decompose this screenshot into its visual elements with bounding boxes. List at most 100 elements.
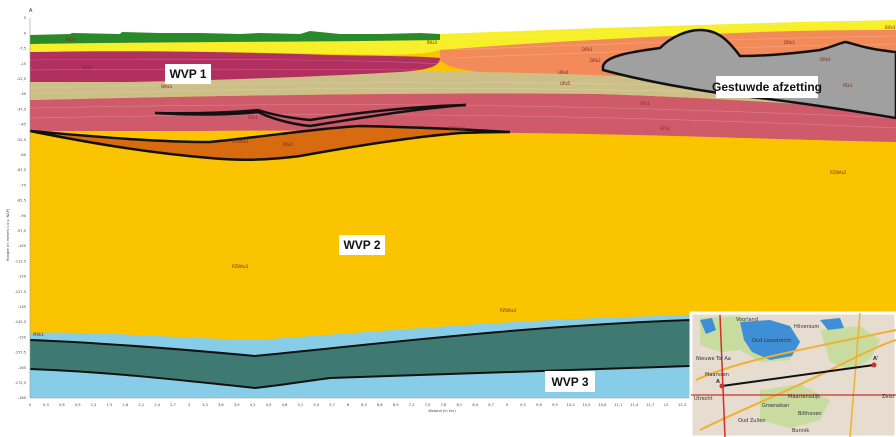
x-tick-label: 4,2 xyxy=(250,403,256,407)
layer-thin-clay-lens xyxy=(154,103,467,128)
unit-label-STk1: STk1 xyxy=(640,101,650,106)
y-tick-label: -105 xyxy=(18,244,26,248)
label-box-wvp3: WVP 3 xyxy=(545,371,595,392)
x-tick-label: 10,8 xyxy=(598,403,607,407)
x-tick-label: 0,3 xyxy=(43,403,49,407)
y-axis-ticks: 50-7,5-15-22,5-30-37,5-45-52,5-60-67,5-7… xyxy=(14,16,26,400)
x-tick-label: 10,5 xyxy=(583,403,591,407)
y-tick-label: -90 xyxy=(20,214,27,218)
map-place-bunnik: Bunnik xyxy=(792,428,809,434)
y-tick-label: -142,5 xyxy=(14,320,26,324)
y-tick-label: -15 xyxy=(20,62,26,66)
y-tick-label: -135 xyxy=(18,305,26,309)
svg-text:WVP 2: WVP 2 xyxy=(343,238,380,252)
x-tick-label: 5,7 xyxy=(329,403,335,407)
layer-top-yellow-strip xyxy=(440,20,896,40)
y-tick-label: -30 xyxy=(20,92,27,96)
unit-label-DRk4: DRk4 xyxy=(820,57,831,62)
y-tick-label: -82,5 xyxy=(17,199,26,203)
unit-label-BXk4: BXk4 xyxy=(885,25,896,30)
layer-top-green xyxy=(30,31,440,44)
y-tick-label: -75 xyxy=(20,183,26,187)
map-place-hilversum: Hilversum xyxy=(794,324,819,330)
map-place-utrecht: Utrecht xyxy=(694,396,713,402)
hydrological-base-top-line xyxy=(29,315,896,358)
unit-label-PZWAz4: PZWAz4 xyxy=(500,308,517,313)
x-tick-label: 5,1 xyxy=(297,403,303,407)
unit-label-PZWAz2: PZWAz2 xyxy=(830,170,847,175)
y-tick-label: -67,5 xyxy=(17,168,26,172)
x-tick-label: 6,9 xyxy=(393,403,399,407)
x-tick-label: 3,6 xyxy=(218,403,224,407)
x-tick-label: 2,1 xyxy=(138,403,144,407)
label-box-stuwwal: Gestuwde afzetting xyxy=(712,76,822,98)
y-tick-label: -127,5 xyxy=(14,290,26,294)
unit-label-DRk2: DRk2 xyxy=(590,58,601,63)
y-tick-label: -45 xyxy=(20,123,26,127)
map-place-groenekan: Groenekan xyxy=(762,403,789,409)
section-corner-letter: A xyxy=(29,8,33,14)
layer-hydrological-base xyxy=(30,316,896,388)
x-tick-label: 0,6 xyxy=(59,403,65,407)
x-tick-label: 12,3 xyxy=(678,403,686,407)
map-point-a-prime: A' xyxy=(873,356,879,362)
x-tick-label: 1,5 xyxy=(107,403,113,407)
x-tick-label: 6,6 xyxy=(377,403,383,407)
y-tick-label: 5 xyxy=(24,16,26,20)
y-tick-label: -165 xyxy=(18,366,26,370)
layer-orange-clay-lens xyxy=(29,124,511,161)
unit-label-BXz4: BXz4 xyxy=(66,37,77,42)
x-tick-label: 9,9 xyxy=(552,403,558,407)
x-tick-label: 4,5 xyxy=(266,403,272,407)
x-tick-label: 7,2 xyxy=(409,403,415,407)
y-tick-label: -52,5 xyxy=(17,138,26,142)
unit-label-URz5: URz5 xyxy=(560,81,571,86)
map-section-line xyxy=(721,364,875,387)
map-place-oud-loosdrecht: Oud Loosdrecht xyxy=(752,338,791,344)
y-tick-label: -37,5 xyxy=(17,107,26,111)
unit-label-STk2: STk2 xyxy=(660,126,670,131)
unit-label-DRk3: DRk3 xyxy=(784,40,795,45)
unit-label-PZWAk1: PZWAk1 xyxy=(232,139,249,144)
x-tick-label: 3 xyxy=(188,403,190,407)
x-tick-label: 0,9 xyxy=(75,403,81,407)
y-tick-label: -7,5 xyxy=(19,47,26,51)
x-tick-label: 10,2 xyxy=(567,403,575,407)
x-tick-label: 5,4 xyxy=(313,403,319,407)
x-tick-label: 8,1 xyxy=(457,403,463,407)
x-tick-label: 3,3 xyxy=(202,403,208,407)
y-tick-label: 0 xyxy=(24,31,27,35)
unit-label-PEk1: PEk1 xyxy=(843,83,853,88)
label-box-wvp2: WVP 2 xyxy=(339,235,385,255)
layer-push-moraine xyxy=(601,28,896,120)
x-tick-label: 11,1 xyxy=(614,403,622,407)
y-axis-label: Hoogte (in meters t.o.v. NAP) xyxy=(6,208,10,261)
x-axis-label: Afstand (in km) xyxy=(428,409,456,413)
unit-label-PZWAz3: PZWAz3 xyxy=(232,264,249,269)
x-tick-label: 8,4 xyxy=(472,403,478,407)
map-place-nieuwe-tol-aa: Nieuwe Tol Aa xyxy=(696,356,731,362)
x-tick-label: 2,7 xyxy=(170,403,176,407)
map-place-maartensdijk: Maartensdijk xyxy=(788,394,820,400)
unit-label-WAk1: WAk1 xyxy=(161,84,173,89)
x-tick-label: 8,7 xyxy=(488,403,494,407)
x-tick-label: 7,8 xyxy=(441,403,447,407)
x-tick-label: 9,3 xyxy=(520,403,526,407)
map-place-bilthoven: Bilthoven xyxy=(798,411,822,417)
map-place-zeist: Zeist xyxy=(882,394,894,400)
x-tick-label: 9 xyxy=(506,403,509,407)
label-box-wvp1: WVP 1 xyxy=(165,64,211,84)
unit-label-URk4: URk4 xyxy=(558,70,569,75)
x-tick-label: 7,5 xyxy=(425,403,431,407)
y-tick-label: -112,5 xyxy=(14,259,26,263)
svg-text:WVP 1: WVP 1 xyxy=(169,67,206,81)
y-tick-label: -180 xyxy=(18,396,27,400)
svg-text:WVP 3: WVP 3 xyxy=(551,375,588,389)
x-tick-label: 2,4 xyxy=(154,403,160,407)
unit-label-MSk1: MSk1 xyxy=(33,332,44,337)
x-tick-label: 3,9 xyxy=(234,403,240,407)
svg-text:Gestuwde afzetting: Gestuwde afzetting xyxy=(712,80,822,94)
unit-label-PZWAz1: PZWAz1 xyxy=(449,126,466,131)
